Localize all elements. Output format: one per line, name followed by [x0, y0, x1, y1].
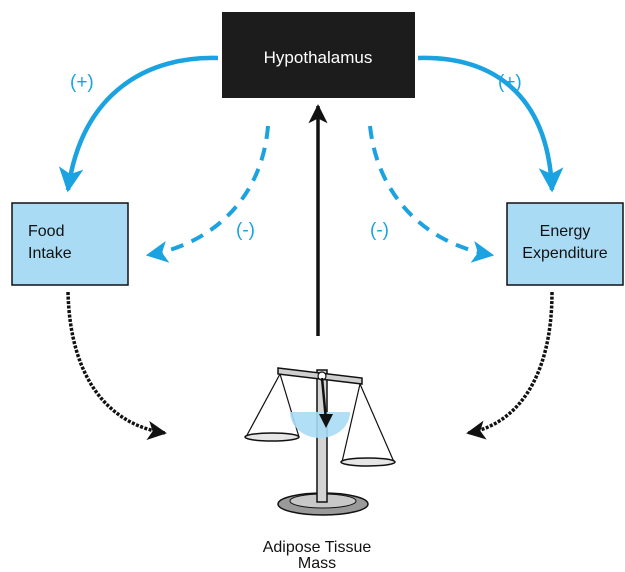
adipose-tissue-label-line2: Mass	[298, 555, 336, 572]
hypothalamus-node: Hypothalamus	[222, 12, 415, 98]
food-intake-label-line1: Food	[28, 223, 64, 240]
food-intake-node: Food Intake	[11, 202, 129, 286]
hypothalamus-label: Hypothalamus	[264, 48, 373, 67]
energy-expenditure-label-line1: Energy	[540, 223, 591, 240]
arrow-hypothalamus-to-food-intake-positive	[58, 55, 219, 193]
arrow-energy-expenditure-to-adipose	[466, 291, 554, 440]
sign-energy-expenditure-negative: (-)	[370, 220, 389, 241]
arrow-food-intake-to-adipose	[66, 291, 167, 441]
arrow-hypothalamus-to-energy-expenditure-negative	[368, 125, 495, 263]
adipose-tissue-label-line1: Adipose Tissue	[263, 539, 372, 556]
food-intake-label-line2: Intake	[28, 245, 72, 262]
arrow-hypothalamus-to-energy-expenditure-positive	[417, 55, 564, 193]
balance-scale-icon	[244, 367, 396, 516]
sign-food-intake-positive: (+)	[70, 72, 94, 93]
arrow-hypothalamus-to-food-intake-negative	[145, 125, 270, 263]
sign-food-intake-negative: (-)	[236, 220, 255, 241]
sign-energy-expenditure-positive: (+)	[498, 72, 522, 93]
energy-expenditure-label-line2: Expenditure	[522, 245, 607, 262]
energy-expenditure-node: Energy Expenditure	[506, 202, 624, 286]
